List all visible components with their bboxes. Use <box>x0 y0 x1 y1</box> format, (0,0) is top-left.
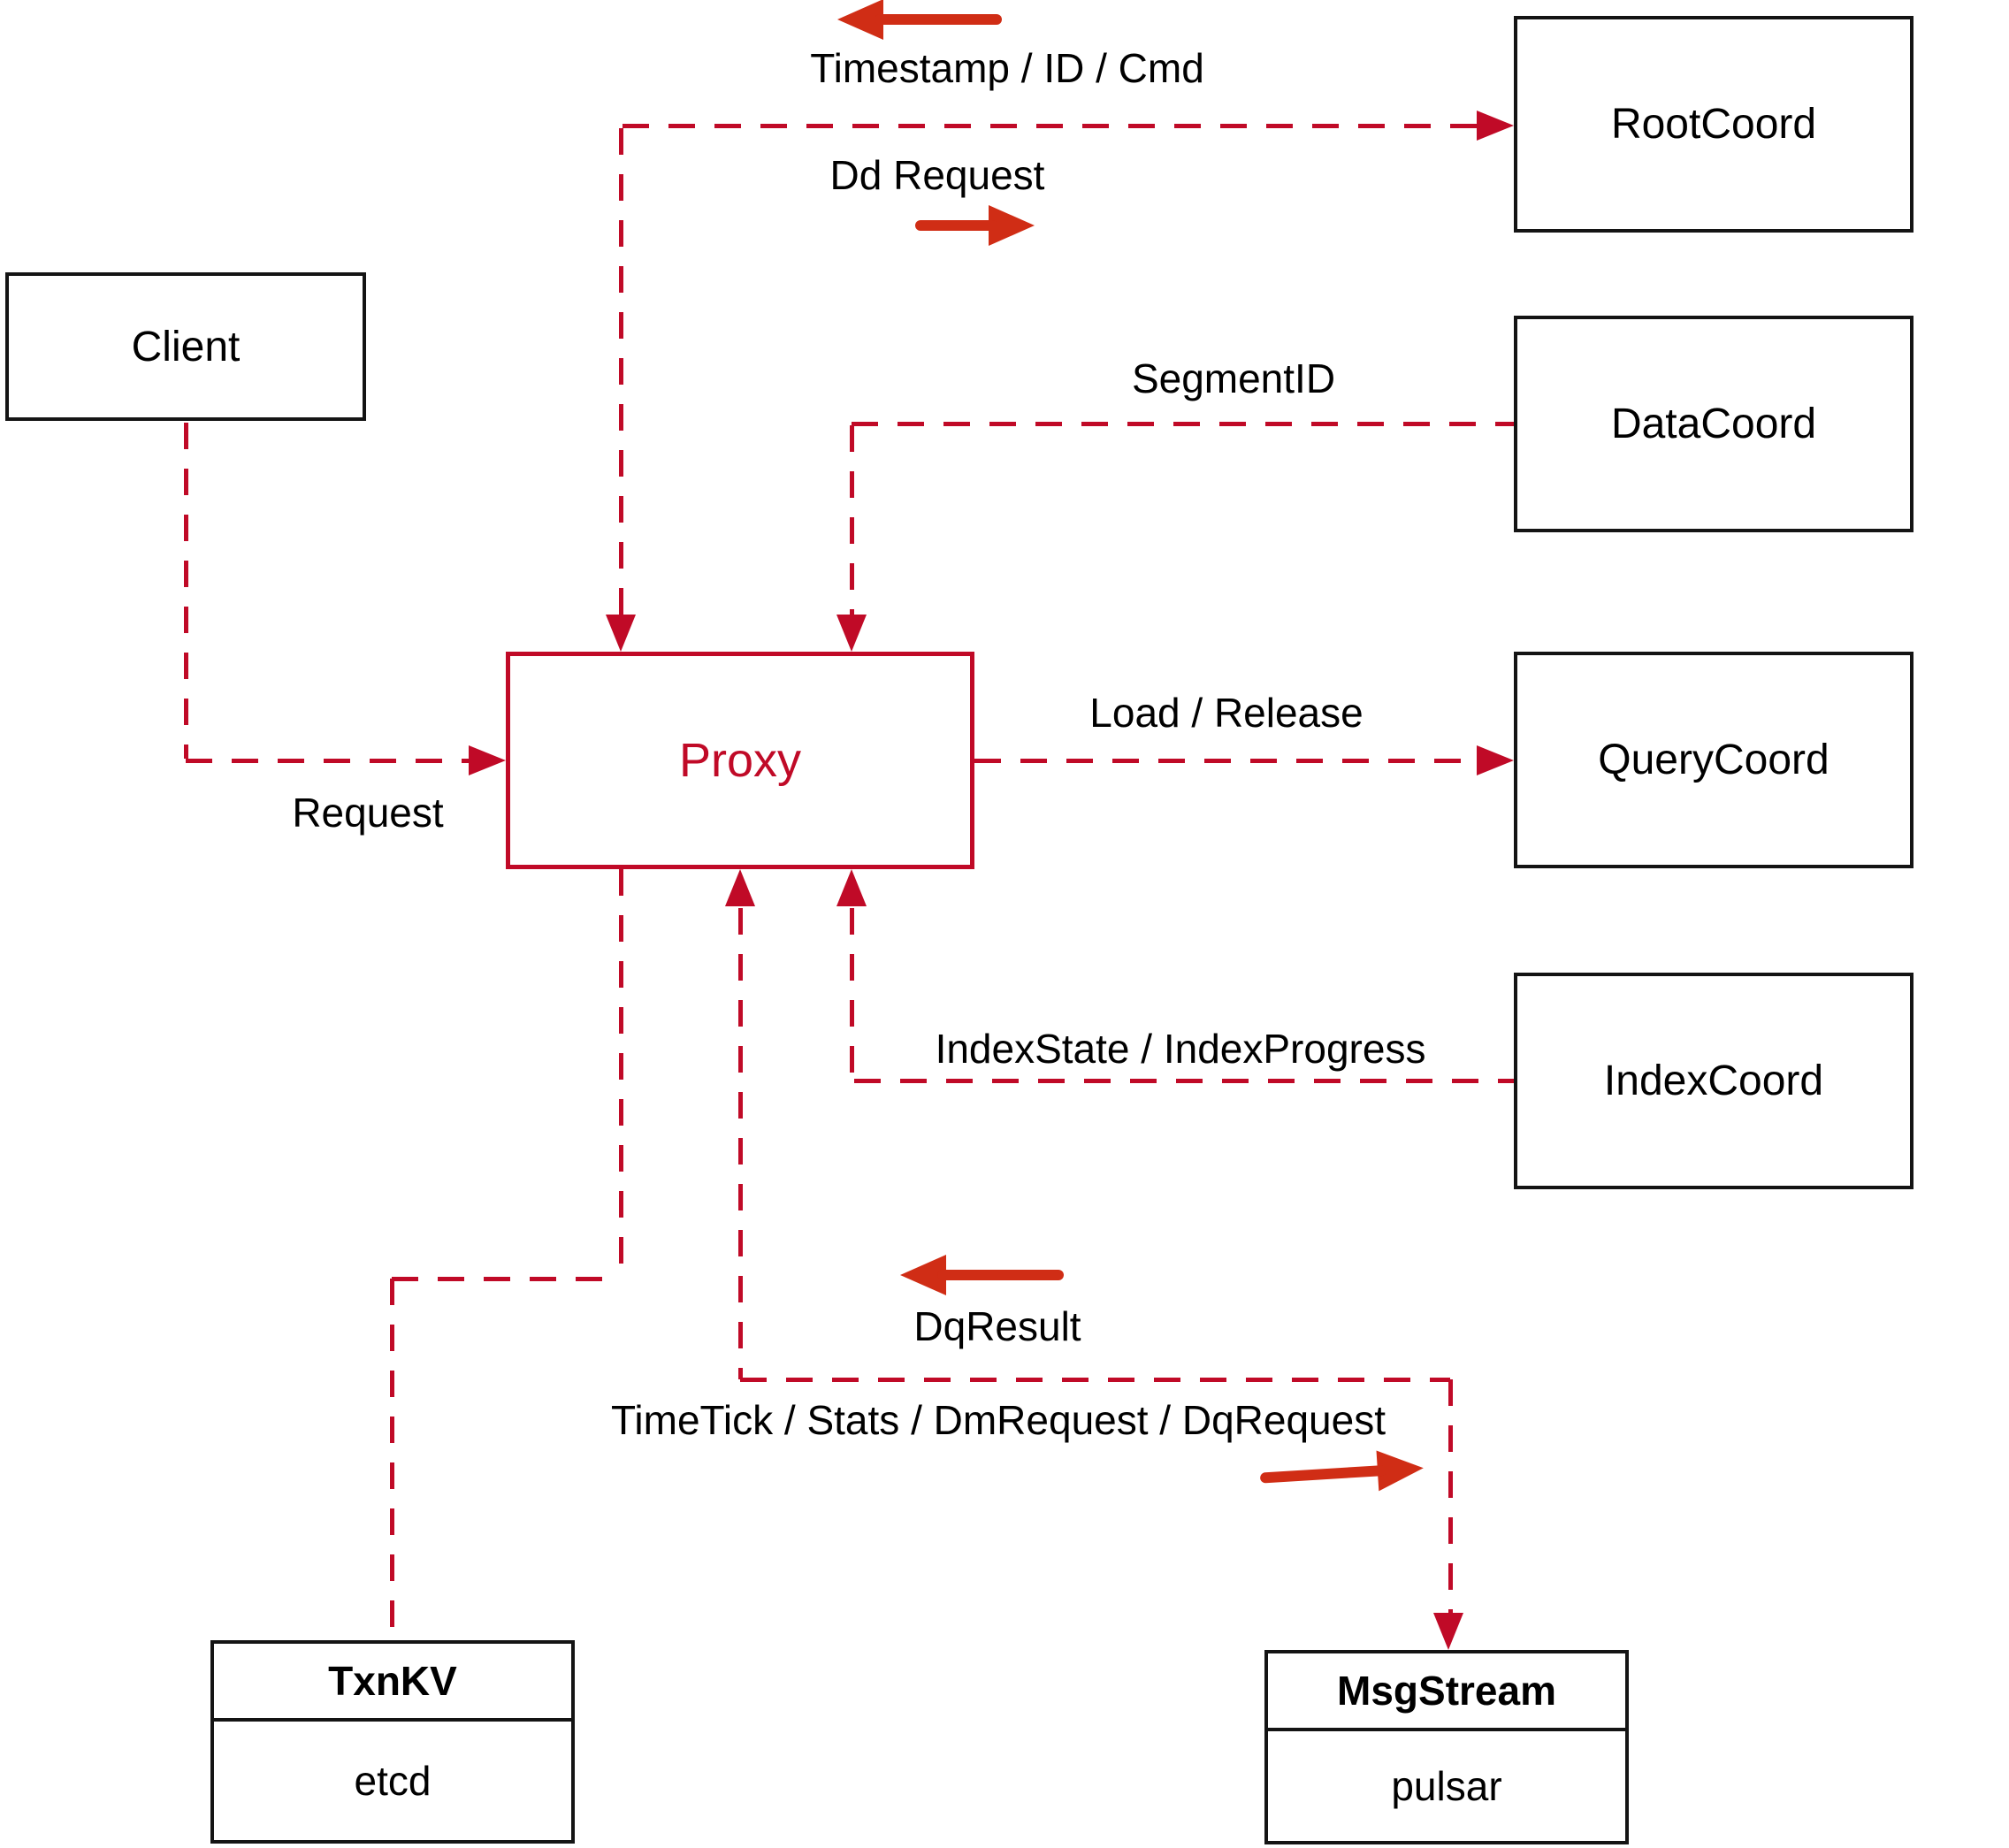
edge-datacoord-proxy-vertical <box>850 425 854 616</box>
edge-indexcoord-proxy-horizontal <box>854 1079 1514 1083</box>
direction-arrow-ddrequest-right <box>913 205 1035 246</box>
edge-proxy-rootcoord-vertical <box>619 128 623 616</box>
node-indexcoord-label: IndexCoord <box>1603 1058 1824 1104</box>
edge-datacoord-proxy-horizontal <box>852 422 1514 426</box>
edge-label-timestamp-id-cmd: Timestamp / ID / Cmd <box>810 45 1204 91</box>
edge-proxy-txnkv-vertical-upper <box>619 869 623 1279</box>
arrowhead-into-msgstream <box>1433 1613 1463 1650</box>
direction-arrow-timestamp-left <box>837 0 1004 40</box>
edge-label-segment-id: SegmentID <box>1131 355 1336 401</box>
node-msgstream: MsgStream pulsar <box>1264 1650 1629 1844</box>
node-indexcoord: IndexCoord <box>1514 973 1914 1189</box>
edge-proxy-msgstream-vertical-lower <box>1448 1379 1453 1613</box>
edge-indexcoord-proxy-vertical <box>850 908 854 1081</box>
arrowhead-into-querycoord <box>1477 745 1514 775</box>
arrow-shaft <box>937 1270 1064 1280</box>
node-client-label: Client <box>131 323 241 370</box>
direction-arrow-dqresult-left <box>900 1255 1066 1295</box>
arrowhead-into-proxy-top-right <box>836 615 867 652</box>
arrow-shaft <box>1259 1464 1387 1484</box>
arrow-shaft <box>875 14 1002 25</box>
edge-proxy-txnkv-vertical-lower <box>390 1279 394 1640</box>
node-proxy-label: Proxy <box>678 734 802 787</box>
arrowhead-into-proxy-bottom-right <box>836 869 867 906</box>
edge-label-load-release: Load / Release <box>1089 690 1364 736</box>
node-proxy: Proxy <box>506 652 974 869</box>
node-datacoord-label: DataCoord <box>1610 401 1817 447</box>
edge-proxy-txnkv-horizontal <box>392 1277 621 1281</box>
node-msgstream-implementation: pulsar <box>1391 1763 1502 1809</box>
edge-proxy-rootcoord-horizontal <box>623 124 1477 128</box>
direction-arrow-timetick-right <box>1257 1447 1425 1498</box>
node-rootcoord-label: RootCoord <box>1610 101 1817 148</box>
edge-label-indexstate-indexprogress: IndexState / IndexProgress <box>935 1026 1426 1072</box>
edge-label-dd-request: Dd Request <box>829 152 1045 198</box>
edge-client-proxy-vertical <box>184 423 188 759</box>
node-datacoord: DataCoord <box>1514 316 1914 532</box>
node-msgstream-title: MsgStream <box>1268 1653 1625 1731</box>
edge-proxy-querycoord-horizontal <box>974 759 1477 763</box>
arrowhead-into-proxy-left <box>469 745 506 775</box>
node-txnkv-implementation: etcd <box>354 1758 432 1804</box>
edge-proxy-msgstream-vertical-upper <box>738 908 743 1379</box>
node-querycoord: QueryCoord <box>1514 652 1914 868</box>
node-txnkv-title: TxnKV <box>214 1644 571 1722</box>
arrowhead-into-rootcoord <box>1477 111 1514 141</box>
edge-label-dqresult: DqResult <box>913 1303 1081 1349</box>
node-client: Client <box>5 272 366 421</box>
arrow-shaft <box>915 220 997 231</box>
node-txnkv: TxnKV etcd <box>210 1640 575 1844</box>
arrowhead-into-proxy-top-left <box>606 615 636 652</box>
edge-label-timetick-stats: TimeTick / Stats / DmRequest / DqRequest <box>611 1397 1386 1443</box>
edge-proxy-msgstream-horizontal <box>740 1378 1450 1382</box>
node-rootcoord: RootCoord <box>1514 16 1914 233</box>
node-querycoord-label: QueryCoord <box>1598 737 1829 783</box>
edge-label-request: Request <box>292 790 444 836</box>
edge-client-proxy-horizontal <box>186 759 469 763</box>
arrowhead-into-proxy-bottom-left <box>725 869 755 906</box>
